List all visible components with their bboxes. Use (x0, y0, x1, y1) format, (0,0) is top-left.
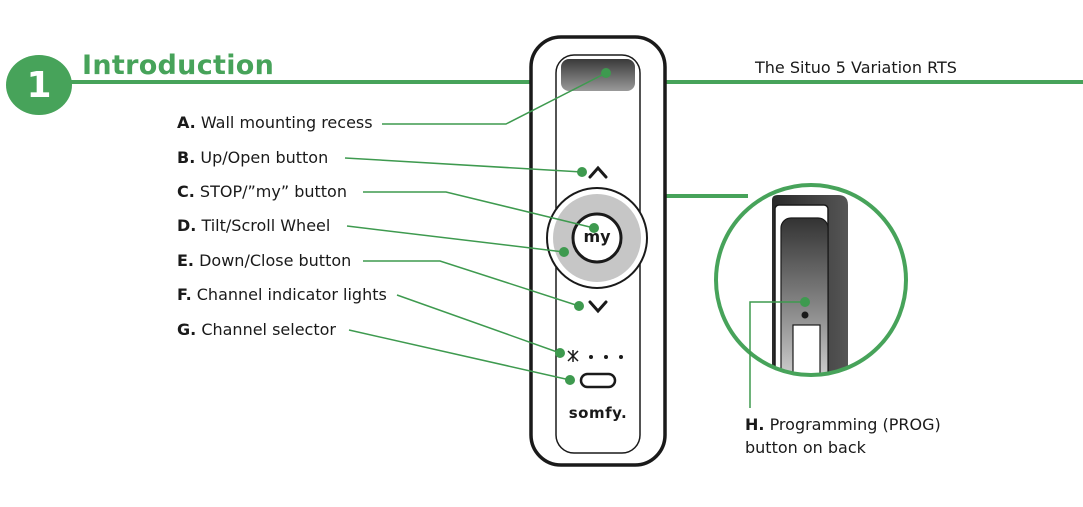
callout-h: H. Programming (PROG) button on back (745, 415, 941, 457)
wall-mounting-recess (561, 59, 635, 91)
down-arrow-icon (588, 300, 608, 314)
remote-control (529, 35, 667, 467)
callout-e: E. Down/Close button (177, 251, 352, 270)
prog-button (801, 311, 809, 319)
callout-b: B. Up/Open button (177, 148, 329, 167)
callout-g: G. Channel selector (177, 320, 336, 339)
section-title: Introduction (82, 50, 275, 81)
brand-logo: somfy. (568, 404, 628, 422)
prog-callout-dot (800, 297, 810, 307)
back-view-detail (714, 183, 908, 377)
callout-dots (555, 68, 611, 385)
callout-d: D. Tilt/Scroll Wheel (177, 216, 331, 235)
callout-a: A. Wall mounting recess (177, 113, 373, 132)
leader-lines (344, 72, 607, 381)
callout-f: F. Channel indicator lights (177, 285, 387, 304)
product-name: The Situo 5 Variation RTS (755, 58, 957, 77)
section-number-badge: 1 (6, 55, 72, 115)
channel-selector-button (579, 372, 617, 389)
my-button-label: my (583, 227, 611, 246)
channel-indicator-lights (567, 350, 623, 362)
callout-c: C. STOP/”my” button (177, 182, 347, 201)
up-arrow-icon (588, 165, 608, 179)
prog-leader-line (749, 301, 805, 408)
